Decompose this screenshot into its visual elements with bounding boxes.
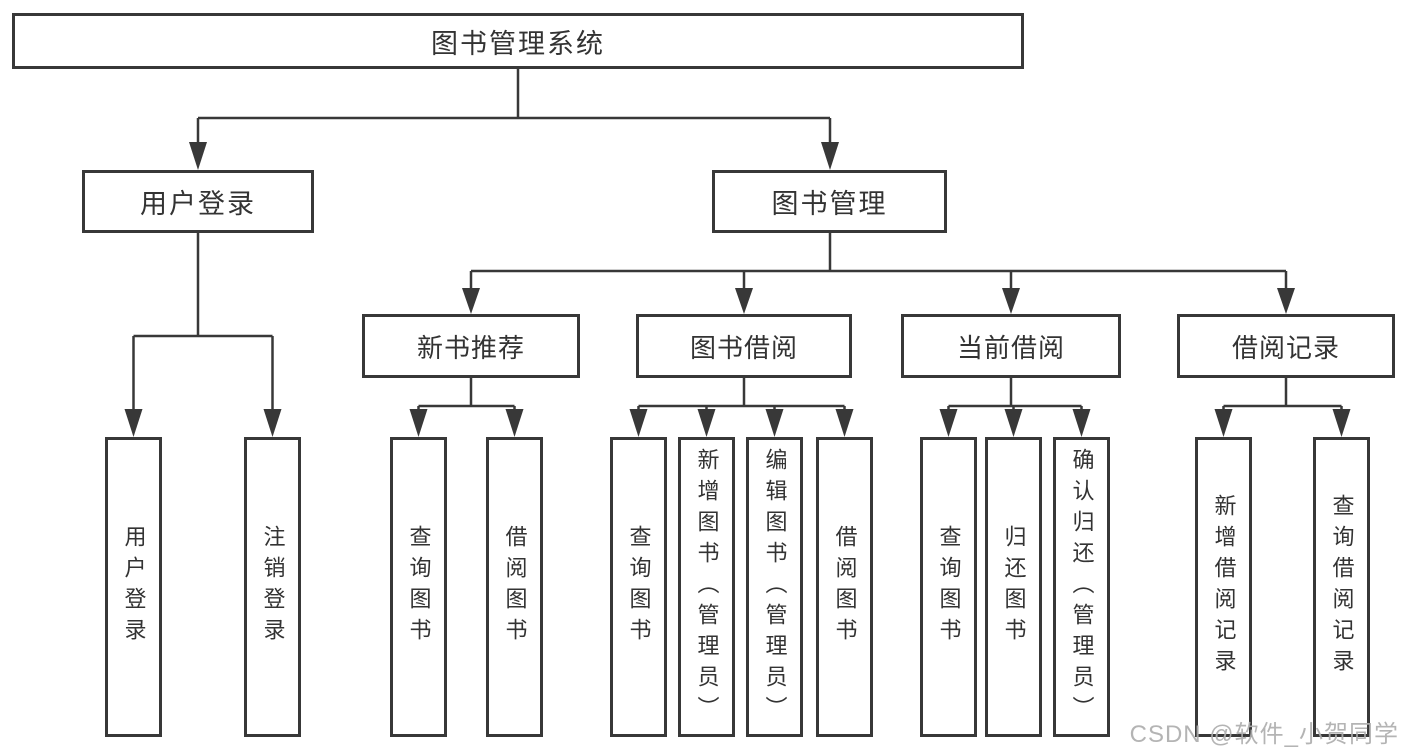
- leaf-borrow-books: 借阅图书: [816, 437, 873, 737]
- leaf-query-books-borrow: 查询图书: [610, 437, 667, 737]
- leaf-borrow-books-recommend: 借阅图书: [486, 437, 543, 737]
- node-book-management: 图书管理: [712, 170, 947, 233]
- leaf-return-book: 归还图书: [985, 437, 1042, 737]
- node-root-label: 图书管理系统: [431, 28, 605, 59]
- leaf-query-borrow-record: 查询借阅记录: [1313, 437, 1370, 737]
- leaf-query-books-borrow-label: 查询图书: [626, 525, 652, 649]
- leaf-edit-book-admin: 编辑图书（管理员）: [746, 437, 803, 737]
- leaf-query-books-current-label: 查询图书: [936, 525, 962, 649]
- leaf-edit-book-admin-label: 编辑图书（管理员）: [762, 447, 788, 727]
- node-new-book-recommend-label: 新书推荐: [416, 332, 525, 363]
- node-book-borrow: 图书借阅: [636, 314, 852, 378]
- leaf-add-borrow-record-label: 新增借阅记录: [1211, 494, 1237, 680]
- leaf-query-books-recommend: 查询图书: [390, 437, 447, 737]
- leaf-borrow-books-recommend-label: 借阅图书: [502, 525, 528, 649]
- leaf-confirm-return-admin-label: 确认归还（管理员）: [1069, 447, 1095, 727]
- leaf-user-login-label: 用户登录: [121, 525, 147, 649]
- node-book-borrow-label: 图书借阅: [689, 332, 798, 363]
- leaf-borrow-books-label: 借阅图书: [832, 525, 858, 649]
- node-root: 图书管理系统: [12, 13, 1024, 69]
- leaf-add-book-admin-label: 新增图书（管理员）: [694, 447, 720, 727]
- node-user-login-label: 用户登录: [140, 189, 256, 219]
- leaf-query-books-current: 查询图书: [920, 437, 977, 737]
- node-current-borrow: 当前借阅: [901, 314, 1121, 378]
- watermark: CSDN @软件_小贺同学: [1129, 721, 1399, 747]
- leaf-query-books-recommend-label: 查询图书: [406, 525, 432, 649]
- node-borrow-records-label: 借阅记录: [1231, 332, 1340, 363]
- node-borrow-records: 借阅记录: [1177, 314, 1395, 378]
- leaf-add-book-admin: 新增图书（管理员）: [678, 437, 735, 737]
- leaf-add-borrow-record: 新增借阅记录: [1195, 437, 1252, 737]
- node-new-book-recommend: 新书推荐: [362, 314, 580, 378]
- leaf-logout: 注销登录: [244, 437, 301, 737]
- leaf-confirm-return-admin: 确认归还（管理员）: [1053, 437, 1110, 737]
- node-current-borrow-label: 当前借阅: [956, 332, 1065, 363]
- leaf-user-login: 用户登录: [105, 437, 162, 737]
- leaf-logout-label: 注销登录: [260, 525, 286, 649]
- leaf-query-borrow-record-label: 查询借阅记录: [1329, 494, 1355, 680]
- node-user-login: 用户登录: [82, 170, 314, 233]
- leaf-return-book-label: 归还图书: [1001, 525, 1027, 649]
- node-book-management-label: 图书管理: [771, 189, 888, 219]
